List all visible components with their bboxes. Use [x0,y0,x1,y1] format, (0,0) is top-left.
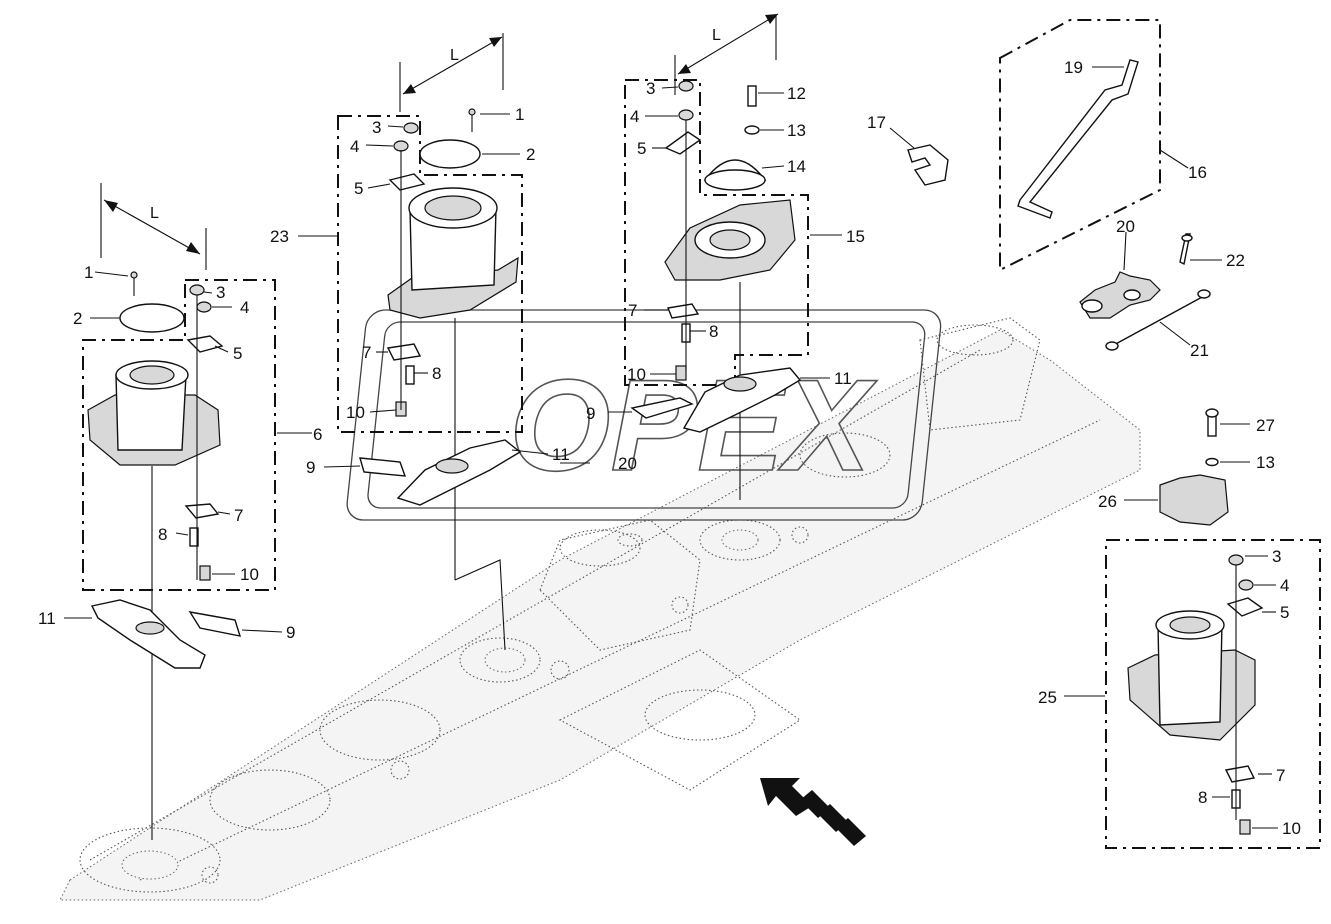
callout-9: 9 [286,623,295,642]
cutter-bar-ghost [59,317,1141,901]
dimension-label-3: L [712,27,721,44]
callout-16: 16 [1188,163,1207,182]
callout-3d: 3 [1272,547,1281,566]
callout-1b: 1 [515,105,524,124]
callout-9c: 9 [586,404,595,423]
callout-14: 14 [787,157,806,176]
callout-21: 21 [1190,341,1209,360]
callout-7d: 7 [1276,766,1285,785]
callout-10: 10 [240,565,259,584]
callout-11b: 11 [552,445,570,464]
callout-15: 15 [846,227,865,246]
callout-23: 23 [270,227,289,246]
dimension-label: L [150,205,159,222]
callout-8: 8 [158,525,167,544]
part-17: 17 [867,113,949,186]
callout-10c: 10 [627,365,646,384]
parts-26-27: 27 13 26 [1098,408,1275,526]
callout-3c: 3 [646,79,655,98]
callout-4d: 4 [1280,576,1289,595]
callout-3: 3 [216,283,225,302]
callout-8d: 8 [1198,788,1207,807]
callout-26: 26 [1098,492,1117,511]
callout-10d: 10 [1282,819,1301,838]
callout-11: 11 [38,609,56,628]
callout-19: 19 [1064,58,1083,77]
assembly-group-23: L [270,33,637,651]
callout-20: 20 [1116,217,1135,236]
callout-13: 13 [787,121,806,140]
callout-7c: 7 [628,301,637,320]
callout-4: 4 [240,298,249,317]
callout-20b: 20 [618,454,637,473]
callout-22: 22 [1226,251,1245,270]
assembly-group-16: 19 16 [999,19,1207,272]
assembly-group-25: 3 4 5 25 7 8 10 [1038,539,1321,849]
callout-3b: 3 [372,118,381,137]
callout-27: 27 [1256,416,1275,435]
callout-7: 7 [234,506,243,525]
callout-17: 17 [867,113,886,132]
callout-9b: 9 [306,458,315,477]
callout-7b: 7 [362,343,371,362]
callout-11c: 11 [834,369,852,388]
callout-5b: 5 [354,179,363,198]
callout-1: 1 [84,263,93,282]
callout-8b: 8 [432,364,441,383]
callout-5d: 5 [1280,603,1289,622]
assembly-group-15: L [586,13,865,500]
callout-13b: 13 [1256,453,1275,472]
dimension-label-2: L [450,47,459,64]
callout-2b: 2 [526,145,535,164]
callout-4c: 4 [630,107,639,126]
assembly-group-6: L [38,183,322,840]
callout-8c: 8 [709,322,718,341]
callout-5c: 5 [637,139,646,158]
callout-10b: 10 [346,403,365,422]
callout-25: 25 [1038,688,1057,707]
callout-12: 12 [787,84,806,103]
callout-5: 5 [233,344,242,363]
callout-2: 2 [73,309,82,328]
direction-arrow [760,778,866,846]
parts-20-21-22: 20 22 21 [1079,217,1245,360]
callout-4b: 4 [350,137,359,156]
callout-6: 6 [313,425,322,444]
